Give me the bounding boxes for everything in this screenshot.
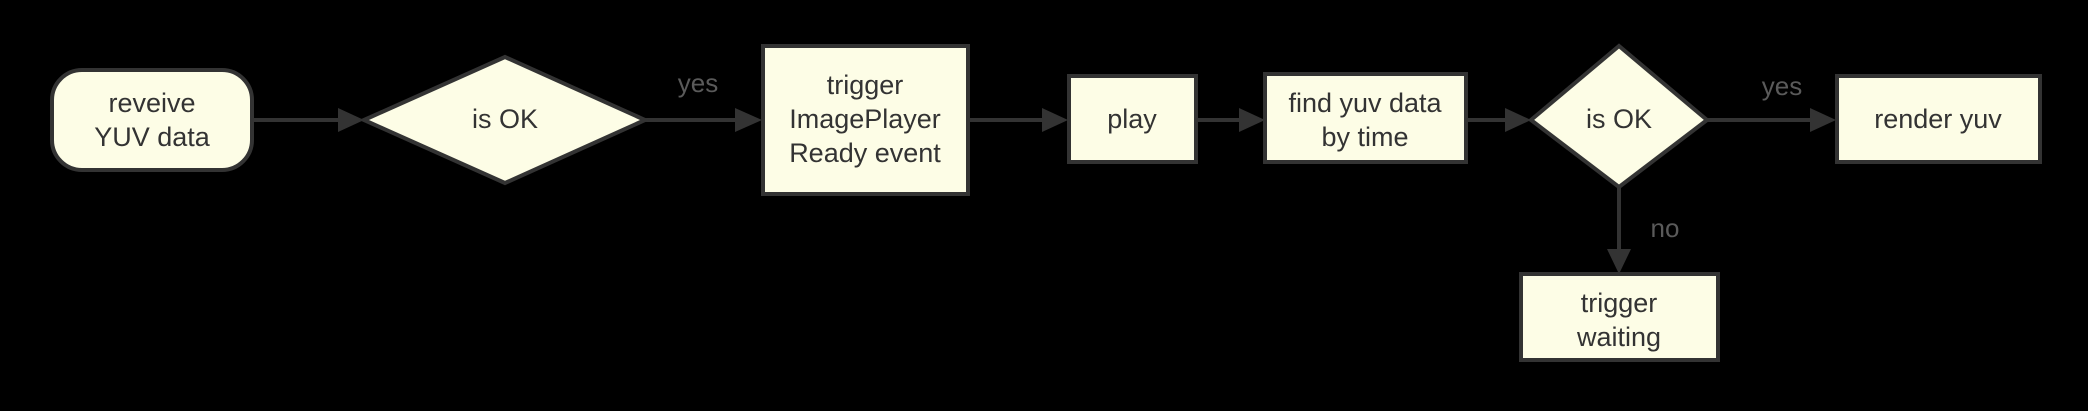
node-shape-diamond xyxy=(359,54,650,186)
node-shape-rectangle xyxy=(1067,74,1198,164)
arrowhead-icon xyxy=(735,108,762,132)
node-label-line1: trigger xyxy=(827,70,904,100)
node-label-line1: is OK xyxy=(472,104,538,134)
node-receive-yuv-data[interactable]: reveive YUV data xyxy=(50,68,254,172)
arrowhead-icon xyxy=(1607,249,1631,274)
edge-find-yuv-to-isok2 xyxy=(1466,108,1531,132)
node-label-line1: render yuv xyxy=(1874,104,2002,134)
node-label-line1: reveive xyxy=(108,88,195,118)
node-label-line1: is OK xyxy=(1586,104,1652,134)
arrowhead-icon xyxy=(1042,108,1068,132)
edge-trigger-ready-to-play xyxy=(968,108,1068,132)
node-is-ok-2[interactable]: is OK xyxy=(1527,43,1711,190)
node-label-line1: play xyxy=(1107,104,1157,134)
arrowhead-icon xyxy=(1239,108,1265,132)
node-play[interactable]: play xyxy=(1067,74,1198,164)
edge-label-yes-1: yes xyxy=(678,68,718,98)
node-shape-rectangle xyxy=(1263,72,1468,164)
arrowhead-icon xyxy=(1505,108,1531,132)
arrowhead-icon xyxy=(338,108,364,132)
node-find-yuv-data-by-time[interactable]: find yuv data by time xyxy=(1263,72,1468,164)
node-trigger-imageplayer-ready-event[interactable]: trigger ImagePlayer Ready event xyxy=(761,44,970,196)
node-trigger-waiting[interactable]: trigger waiting xyxy=(1519,272,1720,362)
edge-label-yes-2: yes xyxy=(1762,71,1802,101)
edge-receive-to-isok1 xyxy=(252,108,364,132)
edge-isok2-to-render-yuv: yes xyxy=(1707,71,1836,132)
arrowhead-icon xyxy=(1810,108,1836,132)
node-label-line2: by time xyxy=(1321,122,1408,152)
edge-isok2-to-trigger-waiting: no xyxy=(1607,187,1679,274)
edge-play-to-find-yuv xyxy=(1196,108,1265,132)
node-label-line2: ImagePlayer xyxy=(789,104,941,134)
edge-isok1-to-trigger-ready: yes xyxy=(645,68,762,132)
node-label-line1: find yuv data xyxy=(1288,88,1442,118)
node-shape-rectangle xyxy=(761,44,970,196)
node-shape-rectangle xyxy=(1835,74,2042,164)
edge-label-no: no xyxy=(1651,213,1680,243)
node-label-line2: YUV data xyxy=(94,122,211,152)
node-shape-rounded-rectangle xyxy=(50,68,254,172)
node-shape-diamond xyxy=(1527,43,1711,190)
node-shape-rectangle xyxy=(1519,272,1720,362)
node-label-line1: trigger xyxy=(1581,288,1658,318)
node-label-line2: waiting xyxy=(1576,322,1661,352)
node-is-ok-1[interactable]: is OK xyxy=(359,54,650,186)
node-render-yuv[interactable]: render yuv xyxy=(1835,74,2042,164)
node-label-line3: Ready event xyxy=(789,138,941,168)
